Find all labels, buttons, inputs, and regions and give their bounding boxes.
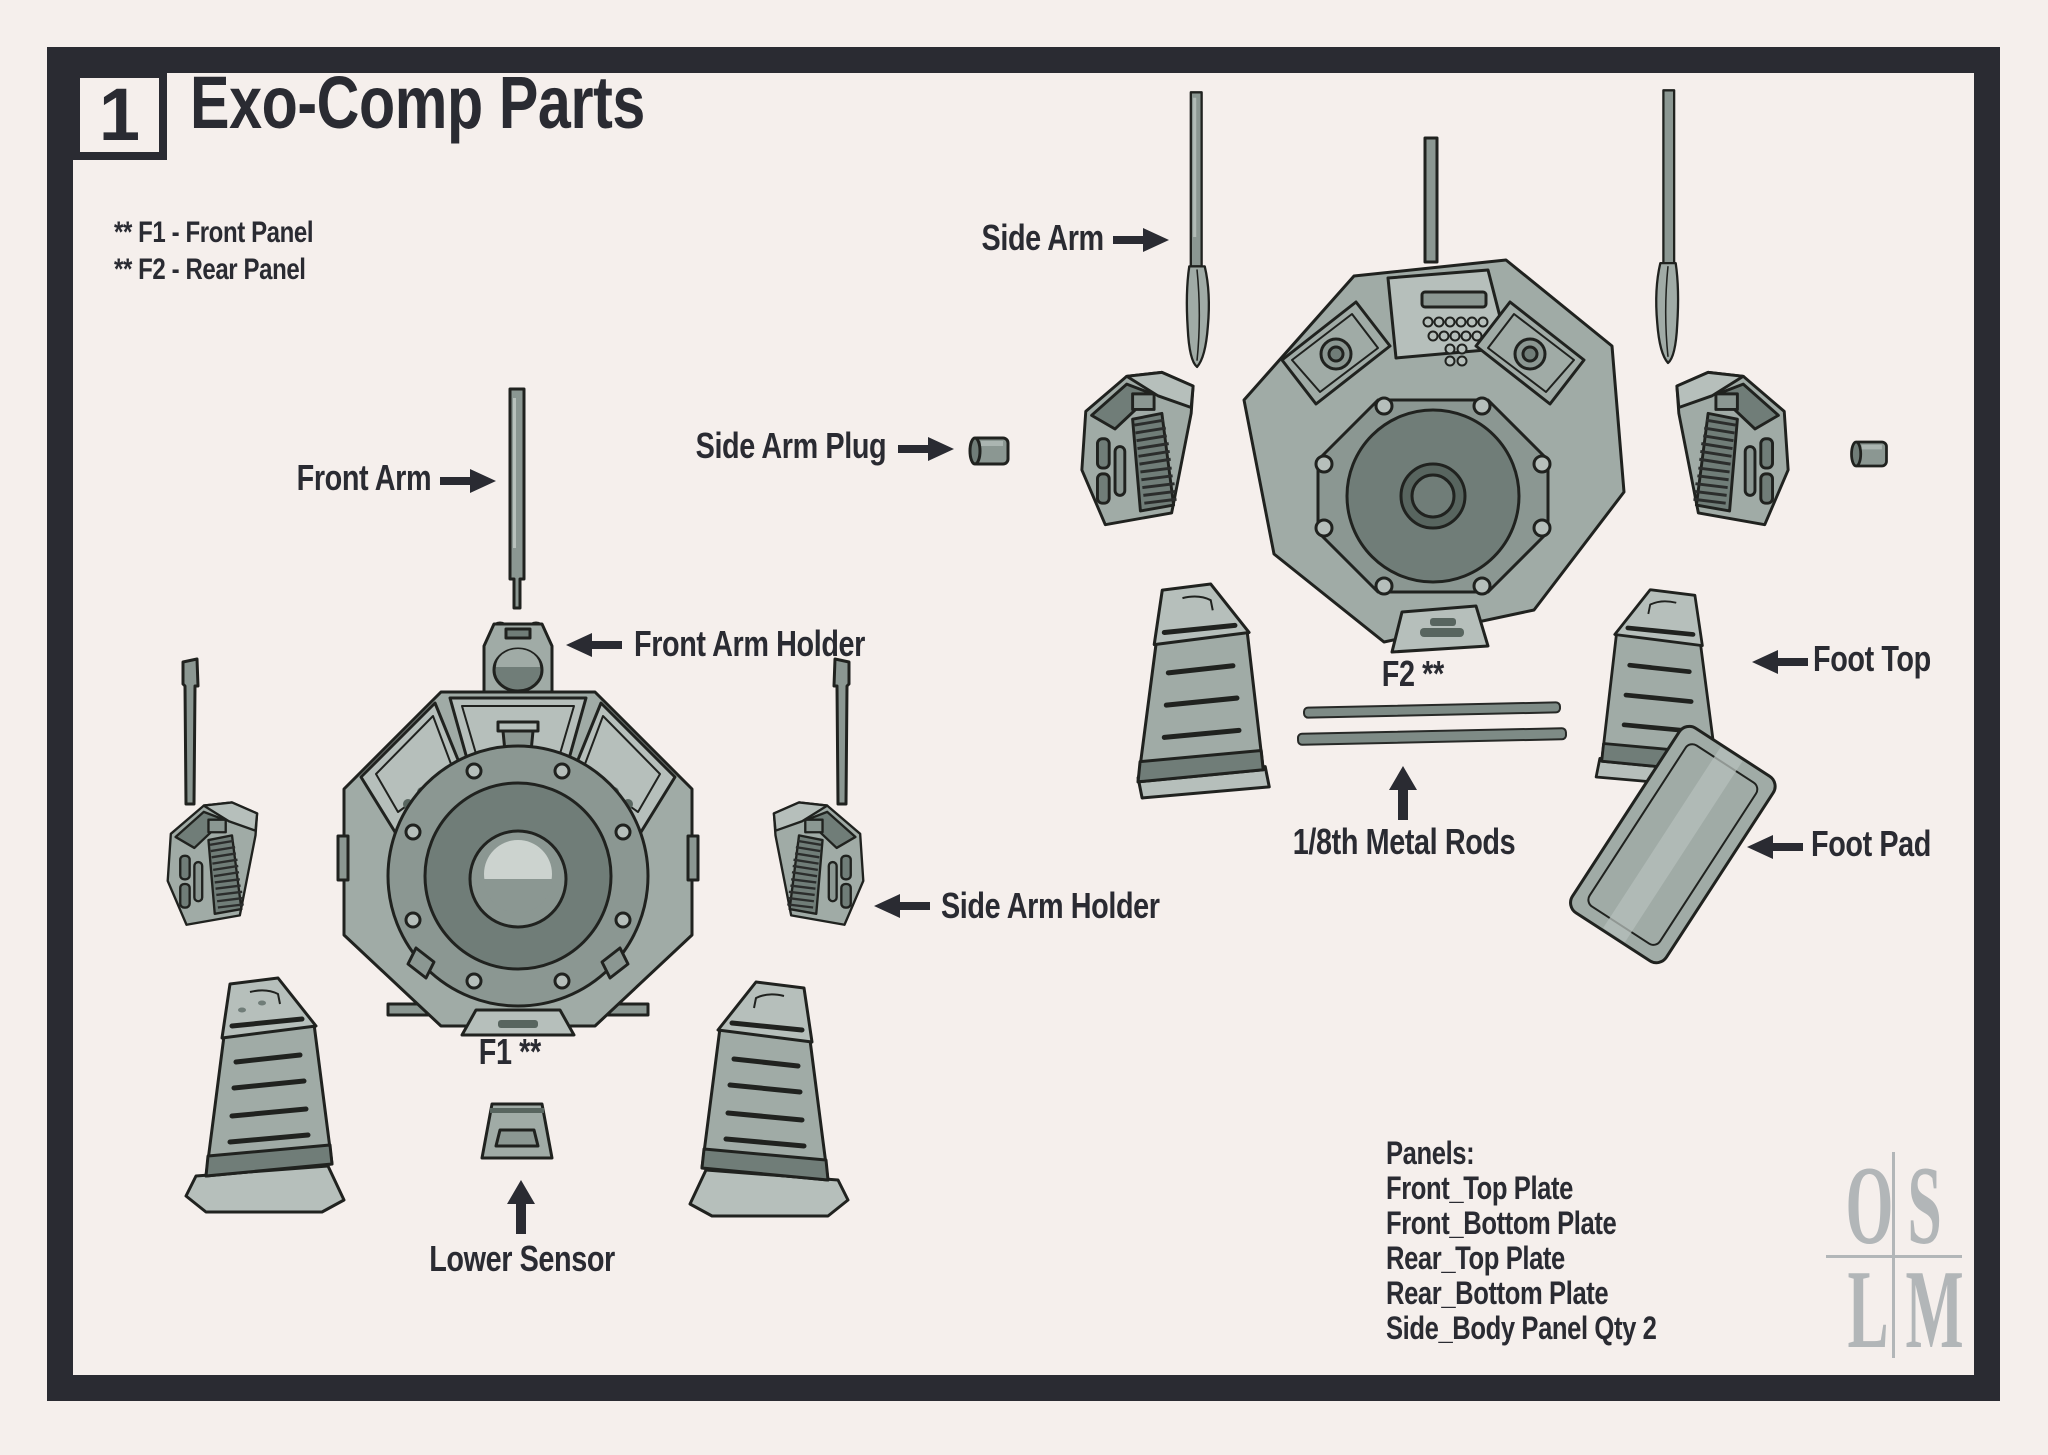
f2-side-arm-right-part xyxy=(1655,89,1680,365)
logo-letter-m: M xyxy=(1905,1248,1964,1372)
side-arm-plug-left-part xyxy=(968,436,1010,466)
panels-list: Panels: Front_Top Plate Front_Bottom Pla… xyxy=(1386,1136,1724,1346)
label-side-arm-plug: Side Arm Plug xyxy=(695,425,886,466)
front-arm-part xyxy=(508,387,526,610)
f2-antenna-part xyxy=(1423,136,1439,264)
foot-pad-part xyxy=(1569,724,1777,965)
side-arm-holder-right-part xyxy=(772,801,865,926)
side-arm-plug-right-part xyxy=(1850,440,1888,468)
arrow-left-icon xyxy=(1752,650,1808,674)
logo-letter-l: L xyxy=(1847,1248,1889,1372)
footnotes: ** F1 - Front Panel ** F2 - Rear Panel xyxy=(114,214,363,288)
footnote-f1: ** F1 - Front Panel xyxy=(114,216,314,249)
panels-heading: Panels: xyxy=(1386,1135,1475,1171)
foot-top-left-part xyxy=(1136,582,1271,800)
step-number-box: 1 xyxy=(72,70,167,160)
oslm-logo: O S L M xyxy=(1826,1144,1964,1372)
arrow-left-icon xyxy=(566,633,622,657)
label-front-arm: Front Arm xyxy=(296,457,431,498)
panels-item: Side_Body Panel Qty 2 xyxy=(1386,1310,1657,1346)
logo-letter-o: O xyxy=(1845,1144,1894,1268)
f1-body-part xyxy=(336,690,700,1037)
arrow-left-icon xyxy=(1747,835,1803,859)
arrow-right-icon xyxy=(1113,228,1169,252)
side-arm-left-part xyxy=(181,657,200,806)
foot-left-part xyxy=(184,976,346,1214)
label-side-arm-holder: Side Arm Holder xyxy=(941,885,1160,926)
side-arm-holder-left-part xyxy=(166,801,259,926)
lower-sensor-part xyxy=(480,1102,554,1160)
panels-item: Front_Top Plate xyxy=(1386,1170,1573,1206)
f2-side-arm-left-part xyxy=(1185,91,1211,369)
page-title: Exo-Comp Parts xyxy=(190,61,645,144)
f2-side-arm-holder-right-part xyxy=(1675,370,1790,527)
label-metal-rods: 1/8th Metal Rods xyxy=(1292,821,1516,862)
label-f1: F1 ** xyxy=(478,1031,542,1072)
label-foot-pad: Foot Pad xyxy=(1811,823,1931,864)
label-front-arm-holder: Front Arm Holder xyxy=(634,623,865,664)
label-lower-sensor: Lower Sensor xyxy=(429,1238,615,1279)
arrow-left-icon xyxy=(874,894,930,918)
foot-right-part xyxy=(688,980,850,1218)
panels-item: Rear_Top Plate xyxy=(1386,1240,1565,1276)
arrow-up-icon xyxy=(507,1180,535,1234)
footnote-f2: ** F2 - Rear Panel xyxy=(114,253,306,286)
arrow-right-icon xyxy=(440,469,496,493)
logo-letter-s: S xyxy=(1907,1144,1942,1268)
arrow-right-icon xyxy=(898,437,954,461)
f2-body-part xyxy=(1242,258,1626,654)
logo-divider-horizontal xyxy=(1826,1255,1962,1258)
label-side-arm: Side Arm xyxy=(981,217,1105,258)
side-arm-right-part xyxy=(832,657,851,806)
label-f2: F2 ** xyxy=(1381,653,1445,694)
panels-item: Front_Bottom Plate xyxy=(1386,1205,1617,1241)
label-foot-top: Foot Top xyxy=(1813,638,1931,679)
f2-side-arm-holder-left-part xyxy=(1080,370,1195,527)
panels-item: Rear_Bottom Plate xyxy=(1386,1275,1609,1311)
arrow-up-icon xyxy=(1389,766,1417,820)
page-border xyxy=(47,47,2000,1401)
step-number: 1 xyxy=(98,73,141,156)
